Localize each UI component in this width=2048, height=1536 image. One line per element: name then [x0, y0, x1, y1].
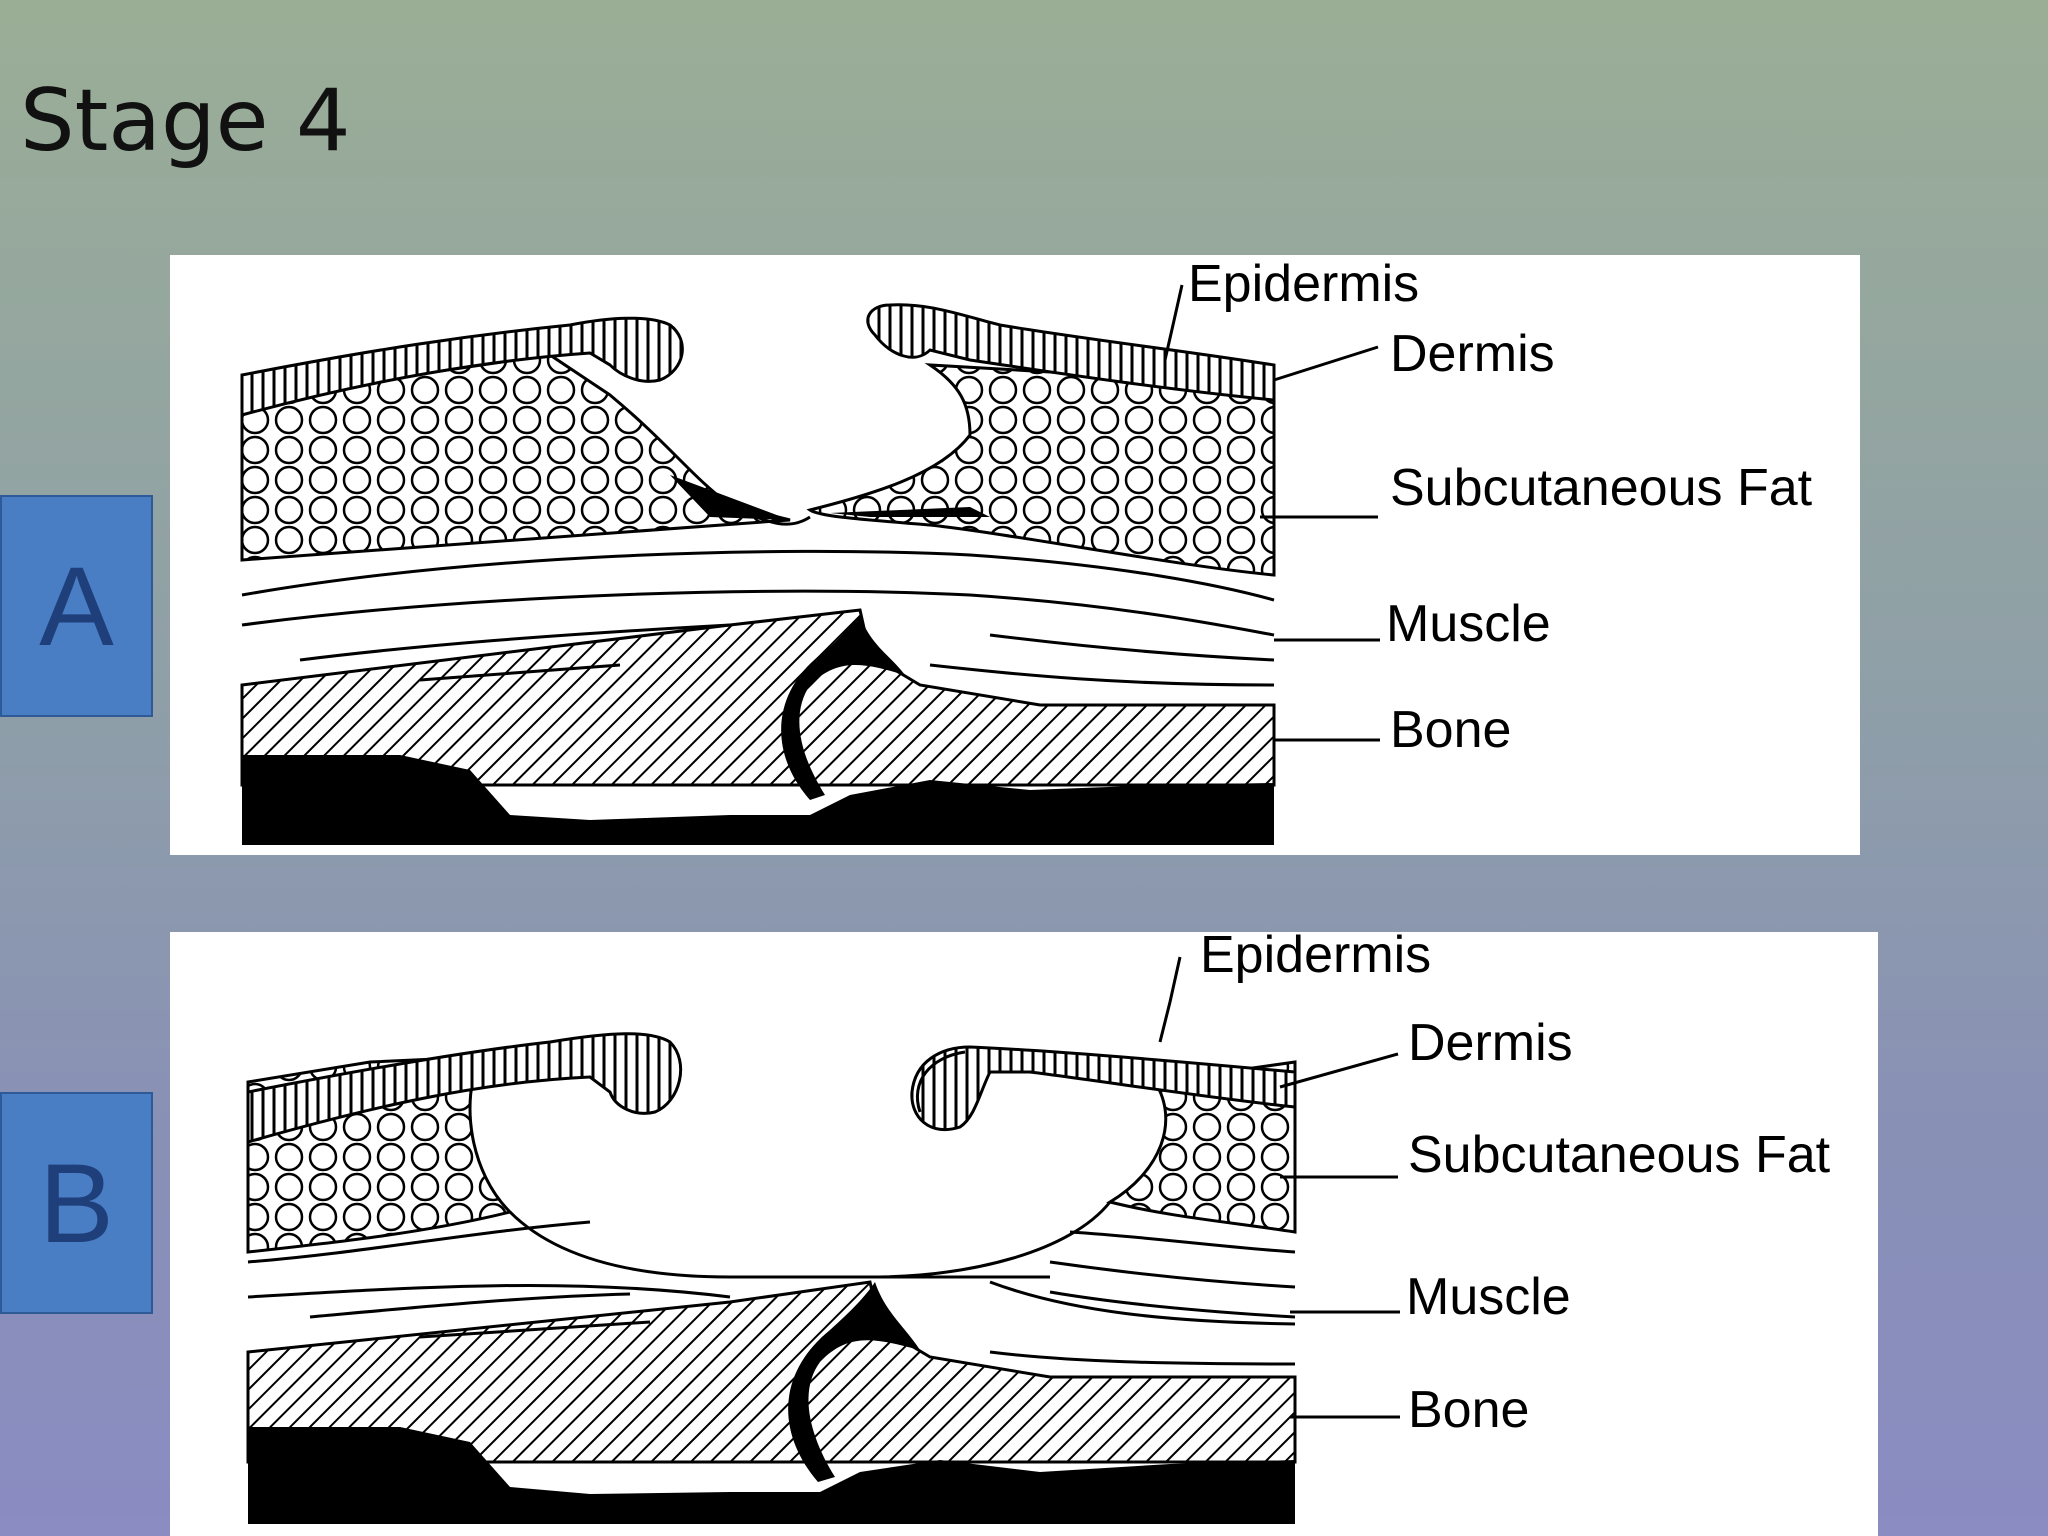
epidermis-curl: [915, 1050, 966, 1113]
fat-right: [806, 363, 1276, 577]
panel-letter: A: [39, 543, 114, 669]
wound-floor: [729, 503, 811, 526]
diagram-panel-a: Epidermis Dermis Subcutaneous Fat Muscle…: [170, 255, 1860, 855]
label-bone: Bone: [1390, 701, 1511, 759]
bone-fracture: [781, 615, 905, 800]
leader-lines: [1163, 284, 1380, 742]
fat-right: [1106, 1060, 1297, 1234]
label-muscle: Muscle: [1386, 595, 1551, 653]
tissue-cross-section-b: Epidermis Dermis Subcutaneous Fat Muscle…: [246, 932, 1831, 1524]
leader-lines: [1158, 956, 1400, 1419]
bone-layer: [246, 1280, 1297, 1464]
label-subcutaneous-fat: Subcutaneous Fat: [1408, 1126, 1831, 1184]
diagram-panel-b: Epidermis Dermis Subcutaneous Fat Muscle…: [170, 932, 1878, 1536]
epidermis-right: [866, 303, 1276, 402]
epidermis-left: [240, 316, 684, 417]
label-muscle: Muscle: [1406, 1268, 1571, 1326]
label-bone: Bone: [1408, 1381, 1529, 1439]
tissue-cross-section-a: Epidermis Dermis Subcutaneous Fat Muscle…: [240, 255, 1813, 845]
label-dermis: Dermis: [1408, 1014, 1573, 1072]
bone-marrow: [242, 755, 1274, 845]
label-dermis: Dermis: [1390, 325, 1555, 383]
epidermis-left: [246, 1032, 683, 1144]
slide-title: Stage 4: [20, 71, 351, 171]
wound-edge-left: [670, 475, 790, 520]
muscle-lines: [241, 549, 1275, 687]
panel-label-a: A: [0, 495, 153, 717]
wound-edge-right: [830, 507, 990, 517]
label-subcutaneous-fat: Subcutaneous Fat: [1390, 459, 1813, 517]
bone-marrow: [248, 1427, 1295, 1524]
panel-letter: B: [39, 1140, 114, 1266]
label-epidermis: Epidermis: [1200, 932, 1431, 984]
bone-fracture: [788, 1282, 920, 1482]
muscle-lines: [247, 1220, 1296, 1366]
panel-label-b: B: [0, 1092, 153, 1314]
epidermis-right: [910, 1045, 1297, 1132]
fat-left: [240, 353, 791, 562]
label-epidermis: Epidermis: [1188, 255, 1419, 313]
bone-layer: [240, 608, 1276, 787]
wound-cavity: [508, 1201, 1112, 1279]
